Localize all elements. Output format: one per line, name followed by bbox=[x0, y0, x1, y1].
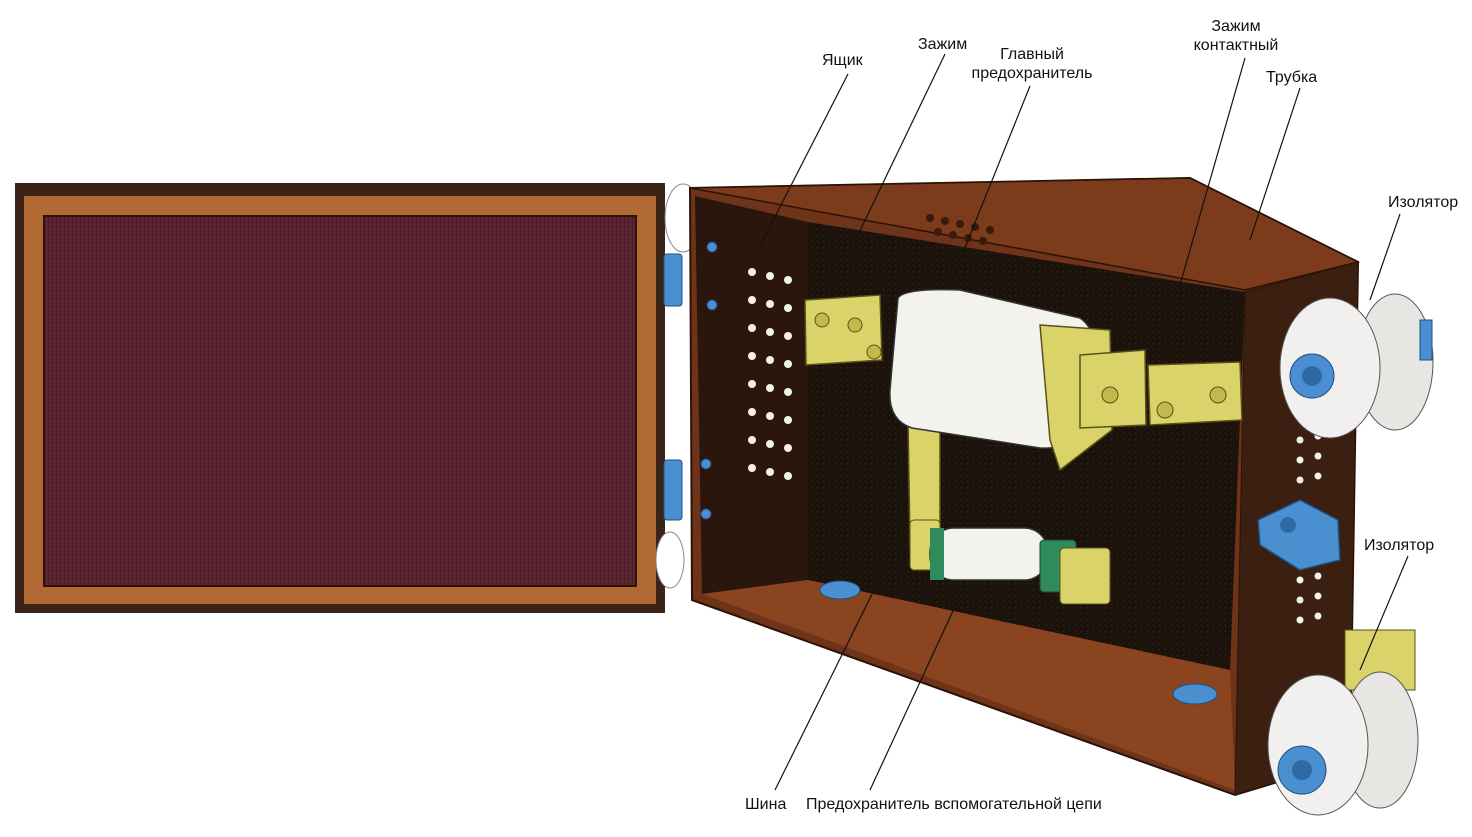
hinge-bottom bbox=[663, 459, 683, 521]
lid bbox=[15, 183, 665, 613]
label-bus: Шина bbox=[745, 796, 787, 813]
floor-tube-left bbox=[819, 580, 861, 600]
main-fuse-assembly bbox=[804, 288, 1243, 472]
label-insulator-mid: Изолятор bbox=[1364, 537, 1435, 554]
leader-insulator-top bbox=[1369, 213, 1401, 301]
wall-bolts bbox=[700, 241, 718, 520]
leader-contact-clamp bbox=[1179, 57, 1246, 286]
floor-tube-right bbox=[1172, 683, 1218, 705]
aux-fuse bbox=[929, 527, 1049, 581]
leader-tube bbox=[1249, 87, 1301, 241]
side-vent-holes bbox=[748, 268, 792, 480]
leader-box bbox=[757, 73, 849, 251]
label-insulator-top: Изолятор bbox=[1388, 194, 1459, 211]
leader-lines bbox=[757, 53, 1409, 791]
right-vent-holes bbox=[1296, 432, 1322, 624]
label-contact-clamp: Зажим контактный bbox=[1193, 18, 1279, 54]
insulator-bottom bbox=[1267, 629, 1419, 816]
aux-fuse-assembly bbox=[909, 519, 1111, 605]
leader-aux-fuse bbox=[869, 584, 966, 791]
hinge-top bbox=[663, 253, 683, 307]
leader-insulator-mid bbox=[1359, 555, 1409, 671]
leader-main-fuse bbox=[949, 85, 1031, 286]
hinges bbox=[655, 183, 702, 589]
lid-panel bbox=[43, 215, 637, 587]
insulator-top bbox=[1279, 293, 1434, 439]
label-box: Ящик bbox=[822, 52, 863, 69]
label-tube: Трубка bbox=[1266, 69, 1318, 86]
leader-clamp bbox=[857, 53, 946, 236]
insulators bbox=[1257, 293, 1434, 816]
insulator-mid bbox=[1257, 499, 1341, 571]
label-clamp: Зажим bbox=[918, 36, 968, 53]
label-main-fuse: Главный предохранитель bbox=[971, 46, 1093, 82]
box-body bbox=[688, 176, 1361, 797]
leader-bus bbox=[774, 577, 881, 791]
label-aux-fuse: Предохранитель вспомогательной цепи bbox=[806, 796, 1102, 813]
clamp-left bbox=[804, 294, 883, 366]
